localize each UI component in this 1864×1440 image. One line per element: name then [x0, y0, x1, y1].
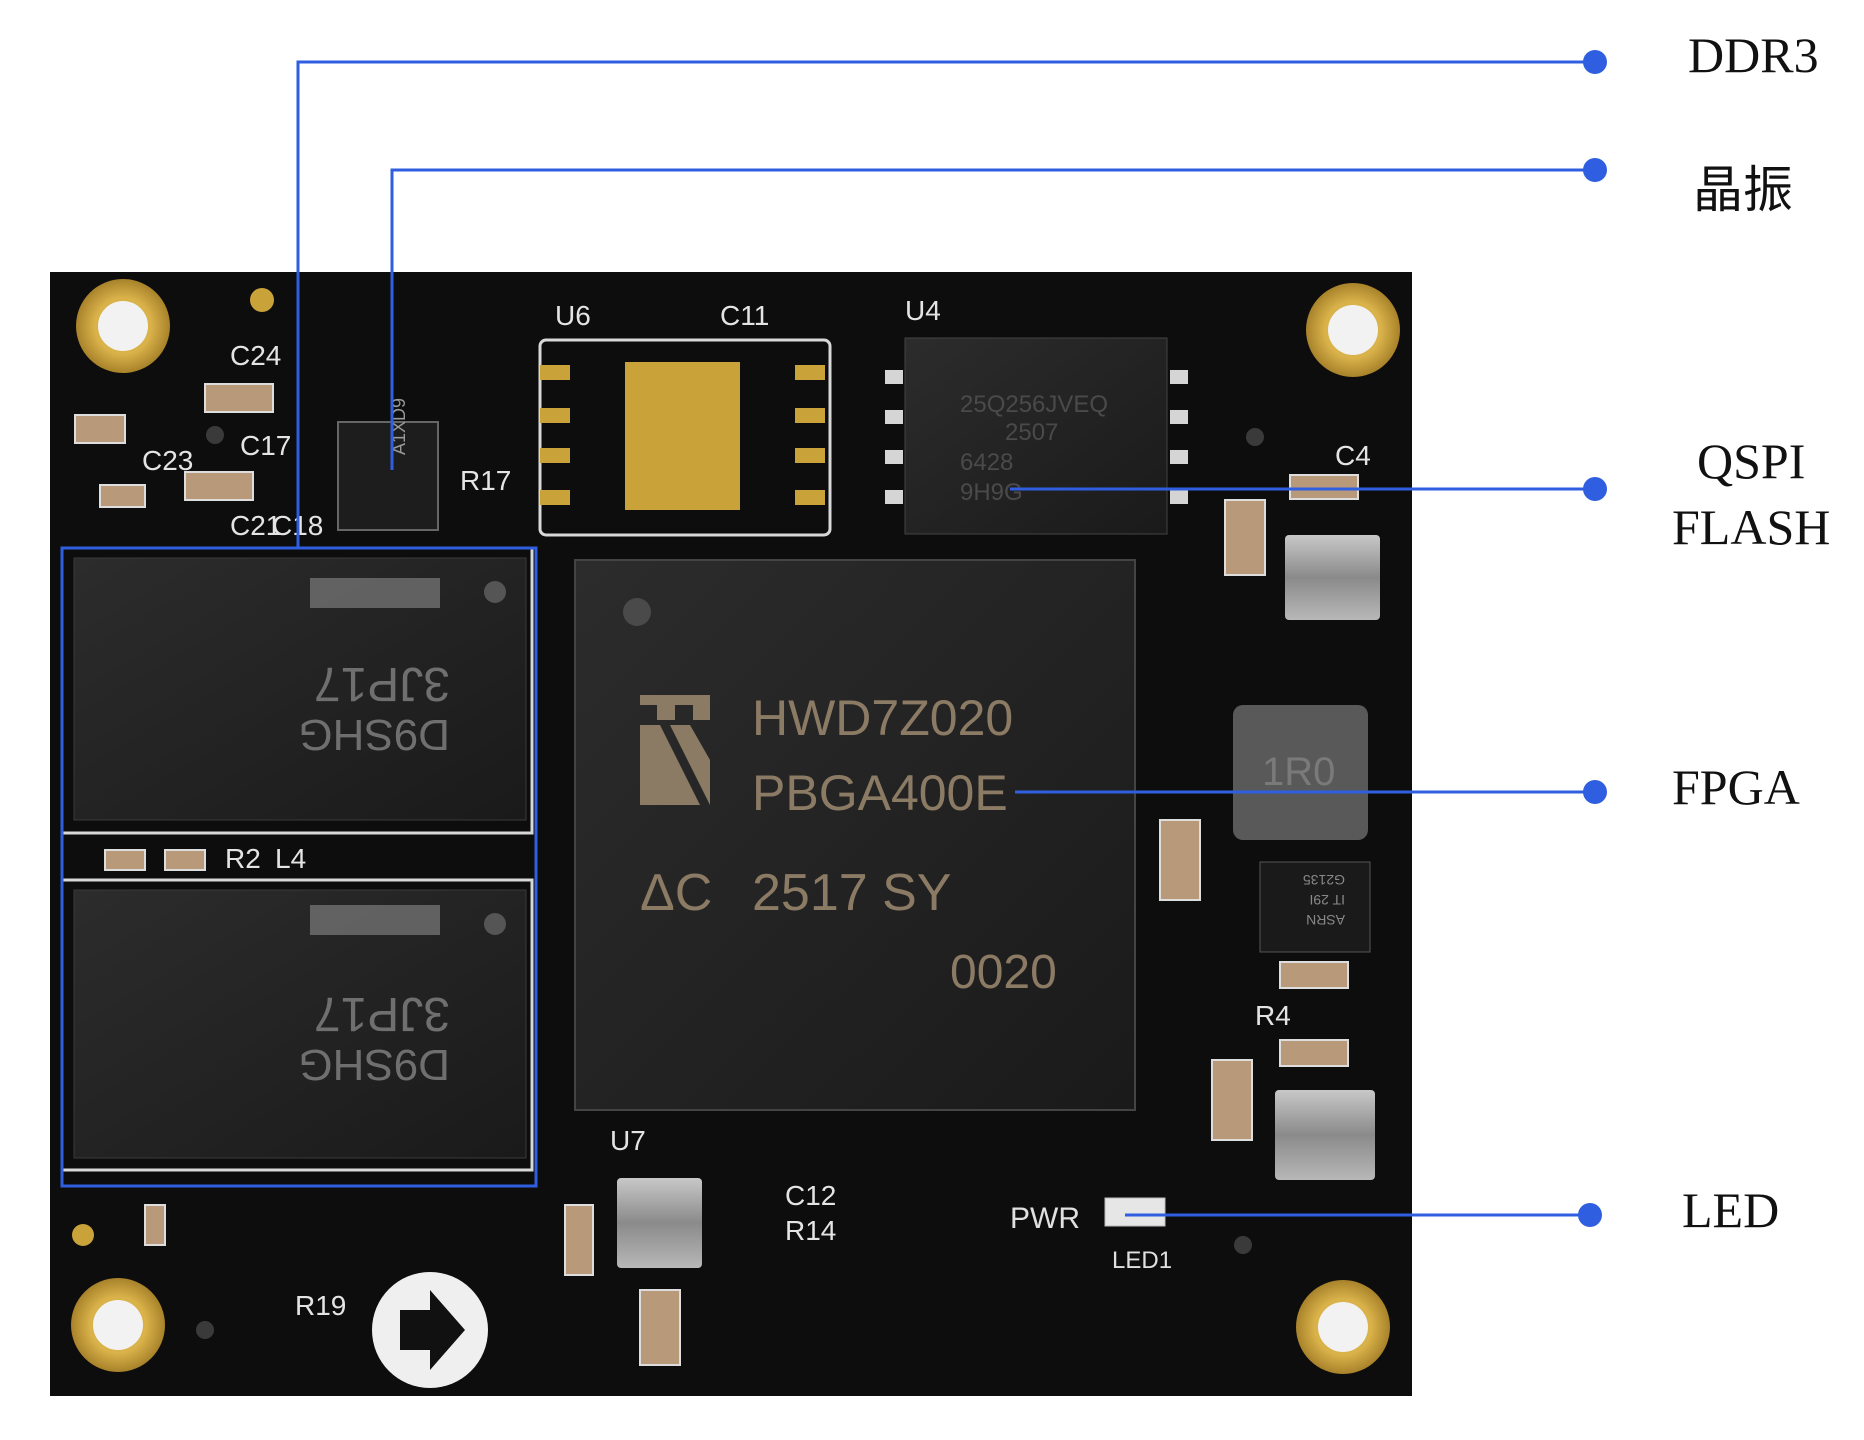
crystal-leader-line [390, 168, 1595, 470]
svg-text:ASRN: ASRN [1306, 912, 1345, 928]
flash-chip-text: 9H9G [960, 479, 1023, 506]
callout-label-ddr3: DDR3 [1688, 27, 1819, 83]
ddr3-chip-2 [73, 889, 527, 1159]
crystal-callout-dot-icon [1583, 158, 1607, 182]
ddr-chip-text: D9SHG [298, 710, 450, 759]
flash-chip-text: 25Q256JVEQ [960, 391, 1108, 418]
svg-text:L4: L4 [275, 843, 306, 874]
svg-text:IT 29I: IT 29I [1309, 892, 1345, 908]
svg-text:U7: U7 [610, 1125, 646, 1156]
svg-text:R17: R17 [460, 465, 511, 496]
callout-label-qspi-line2: FLASH [1672, 499, 1831, 555]
svg-text:1R0: 1R0 [1262, 750, 1335, 794]
fpga-text-line3: 2517 SY [752, 864, 952, 922]
ddr3-callout-dot-icon [1583, 50, 1607, 74]
pwr-silkscreen: PWR [1010, 1202, 1080, 1235]
flash-chip-text: 6428 [960, 449, 1013, 476]
svg-text:C23: C23 [142, 445, 193, 476]
fpga-text-line2: PBGA400E [752, 765, 1008, 821]
svg-text:C17: C17 [240, 430, 291, 461]
fpga-callout-dot-icon [1583, 780, 1607, 804]
flash-chip-text: 2507 [1005, 419, 1058, 446]
inductor [1233, 705, 1368, 840]
callout-label-crystal: 晶振 [1693, 162, 1793, 218]
u3-chip [1259, 861, 1371, 953]
svg-text:U4: U4 [905, 295, 941, 326]
qspi-flash-chip [904, 337, 1168, 535]
ddr3-chip-1 [73, 557, 527, 821]
svg-text:C12: C12 [785, 1180, 836, 1211]
svg-text:R2: R2 [225, 843, 261, 874]
svg-text:C11: C11 [720, 300, 769, 331]
callout-label-qspi-line1: QSPI [1697, 433, 1806, 489]
svg-text:C4: C4 [1335, 440, 1371, 471]
callout-label-led: LED [1682, 1182, 1780, 1238]
svg-text:R4: R4 [1255, 1000, 1291, 1031]
ddr3-leader-line [296, 60, 1595, 548]
svg-text:C24: C24 [230, 340, 281, 371]
qspi-callout-dot-icon [1583, 477, 1607, 501]
fpga-logo-icon [640, 695, 710, 805]
mounting-hole-icon [71, 279, 1400, 1374]
ddr-chip-text: D9SHG [298, 1040, 450, 1089]
crystal-chip-text: A1XD9 [389, 398, 409, 455]
callout-label-fpga: FPGA [1672, 759, 1800, 815]
svg-text:U6: U6 [555, 300, 591, 331]
svg-text:R14: R14 [785, 1215, 836, 1246]
u6-chip [625, 362, 740, 510]
led-silkscreen: LED1 [1112, 1247, 1172, 1274]
fpga-text-line4: 0020 [950, 946, 1057, 999]
svg-text:C21: C21 [230, 510, 281, 541]
fpga-text-line1: HWD7Z020 [752, 690, 1013, 746]
svg-text:G2135: G2135 [1303, 872, 1345, 888]
callout-label-qspi-flash: QSPI FLASH [1672, 428, 1830, 560]
crystal-chip [337, 421, 439, 531]
fpga-chip [574, 559, 1136, 1111]
led-callout-dot-icon [1578, 1203, 1602, 1227]
ddr-chip-text: 3JP17 [314, 657, 450, 710]
led-component [1104, 1197, 1166, 1227]
svg-text:R19: R19 [295, 1290, 346, 1321]
ddr-chip-text: 3JP17 [314, 987, 450, 1040]
fpga-vendor-mark: ΔC [640, 864, 712, 922]
ddr3-highlight-box [60, 546, 538, 1188]
